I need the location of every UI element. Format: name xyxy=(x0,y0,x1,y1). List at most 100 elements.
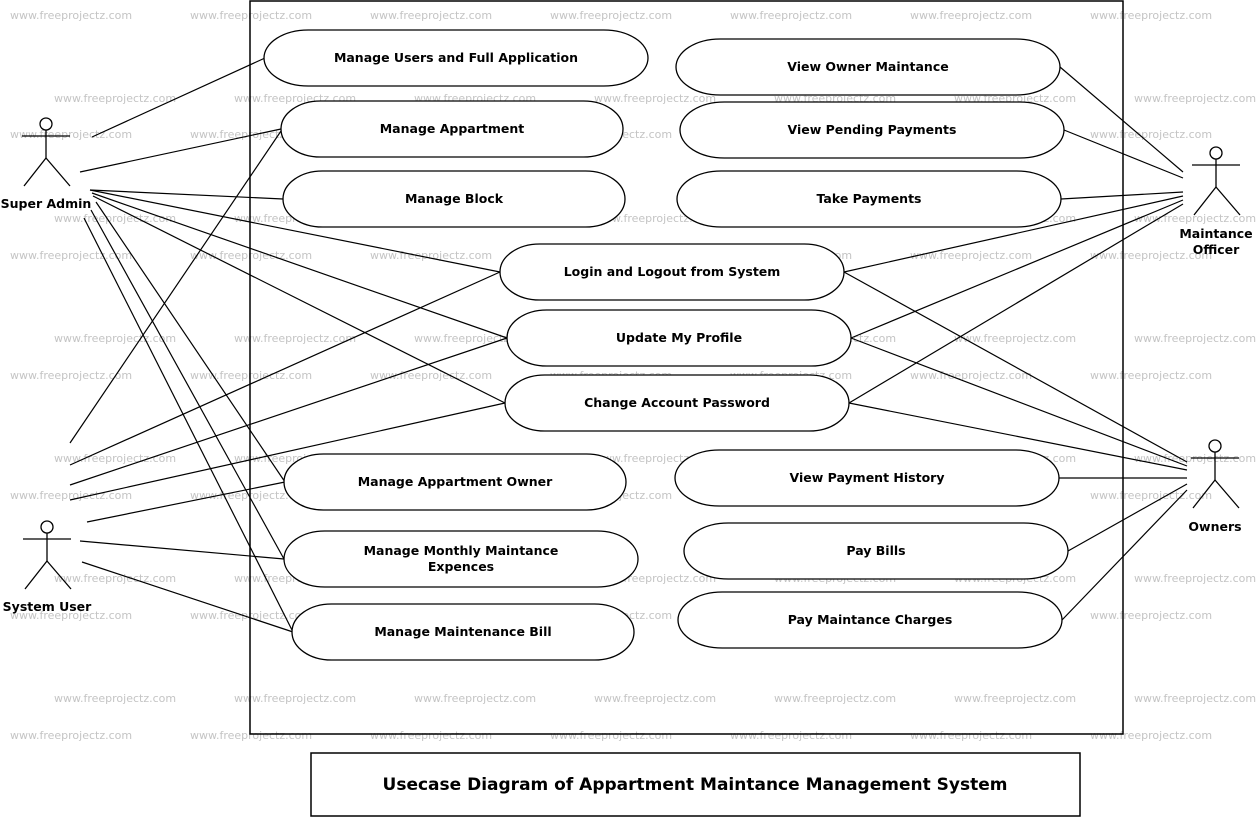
watermark-text: www.freeprojectz.com xyxy=(550,729,672,742)
watermark-text: www.freeprojectz.com xyxy=(190,729,312,742)
use-case-label: Manage Users and Full Application xyxy=(334,50,578,65)
watermark-text: www.freeprojectz.com xyxy=(370,9,492,22)
use-case-manage-maintenance-bill: Manage Maintenance Bill xyxy=(291,603,635,661)
association-maintance-officer-to-change-password xyxy=(848,203,1184,404)
association-maintance-officer-to-login-logout xyxy=(843,195,1184,273)
association-maintance-officer-to-view-pending-payments xyxy=(1063,129,1184,179)
watermark-text: www.freeprojectz.com xyxy=(1134,692,1256,705)
watermark-text: www.freeprojectz.com xyxy=(594,692,716,705)
use-case-label: Pay Bills xyxy=(846,543,905,558)
watermark-text: www.freeprojectz.com xyxy=(954,692,1076,705)
watermark-text: www.freeprojectz.com xyxy=(54,212,176,225)
use-case-view-owner-maintance: View Owner Maintance xyxy=(675,38,1061,96)
association-super-admin-to-manage-appartment-owner xyxy=(95,201,286,483)
use-case-manage-block: Manage Block xyxy=(282,170,626,228)
use-case-label: Update My Profile xyxy=(616,330,742,345)
association-super-admin-to-manage-users xyxy=(91,57,266,138)
association-system-user-to-manage-appartment-owner xyxy=(86,481,286,523)
use-case-ellipse xyxy=(674,449,1060,507)
actor-label: Maintance xyxy=(1179,226,1252,241)
watermark-text: www.freeprojectz.com xyxy=(10,729,132,742)
use-case-ellipse xyxy=(683,522,1069,580)
association-super-admin-to-manage-maintenance-bill xyxy=(83,217,294,633)
use-case-pay-bills: Pay Bills xyxy=(683,522,1069,580)
watermark-text: www.freeprojectz.com xyxy=(1090,609,1212,622)
association-owners-to-update-profile xyxy=(850,337,1188,467)
association-system-user-to-login-logout xyxy=(69,271,501,466)
actor-system-user: System User xyxy=(3,520,92,614)
watermark-text: www.freeprojectz.com xyxy=(370,729,492,742)
watermark-text: www.freeprojectz.com xyxy=(594,92,716,105)
actor-label: Officer xyxy=(1193,242,1240,257)
watermark-text: www.freeprojectz.com xyxy=(370,249,492,262)
use-case-label: Manage Appartment xyxy=(380,121,525,136)
association-system-user-to-manage-maintenance-bill xyxy=(81,561,294,633)
association-super-admin-to-login-logout xyxy=(89,189,501,273)
watermark-text: www.freeprojectz.com xyxy=(10,369,132,382)
watermark-text: www.freeprojectz.com xyxy=(54,572,176,585)
watermark-text: www.freeprojectz.com xyxy=(1090,489,1212,502)
watermark-text: www.freeprojectz.com xyxy=(190,9,312,22)
use-case-ellipse xyxy=(291,603,635,661)
association-maintance-officer-to-view-owner-maintance xyxy=(1059,66,1184,173)
association-owners-to-login-logout xyxy=(843,271,1188,463)
watermark-text: www.freeprojectz.com xyxy=(1090,729,1212,742)
use-case-manage-appartment: Manage Appartment xyxy=(280,100,624,158)
stick-figure-icon xyxy=(1191,439,1240,509)
watermark-text: www.freeprojectz.com xyxy=(774,692,896,705)
watermark-text: www.freeprojectz.com xyxy=(1134,332,1256,345)
watermark-text: www.freeprojectz.com xyxy=(190,249,312,262)
association-maintance-officer-to-take-payments xyxy=(1060,191,1184,200)
watermark-text: www.freeprojectz.com xyxy=(190,609,312,622)
use-case-ellipse xyxy=(677,591,1063,649)
watermark-text: www.freeprojectz.com xyxy=(910,249,1032,262)
association-owners-to-pay-bills xyxy=(1067,483,1188,552)
watermark-text: www.freeprojectz.com xyxy=(954,332,1076,345)
stick-figure-icon xyxy=(23,520,72,590)
use-case-label: View Owner Maintance xyxy=(787,59,948,74)
watermark-text: www.freeprojectz.com xyxy=(54,332,176,345)
watermark-text: www.freeprojectz.com xyxy=(10,609,132,622)
association-owners-to-change-password xyxy=(848,402,1188,471)
use-case-ellipse xyxy=(675,38,1061,96)
use-case-change-password: Change Account Password xyxy=(504,374,850,432)
watermark-text: www.freeprojectz.com xyxy=(190,369,312,382)
use-case-ellipse xyxy=(282,170,626,228)
association-system-user-to-manage-monthly-expences xyxy=(79,540,285,560)
association-system-user-to-update-profile xyxy=(69,337,508,486)
diagram-title: Usecase Diagram of Appartment Maintance … xyxy=(383,775,1008,795)
watermark-text: www.freeprojectz.com xyxy=(54,92,176,105)
association-super-admin-to-manage-appartment xyxy=(79,128,282,173)
association-system-user-to-change-password xyxy=(69,402,506,501)
watermark-text: www.freeprojectz.com xyxy=(10,128,132,141)
watermark-text: www.freeprojectz.com xyxy=(910,369,1032,382)
association-maintance-officer-to-update-profile xyxy=(850,199,1184,339)
use-case-ellipse xyxy=(283,530,639,588)
actor-label: System User xyxy=(3,599,92,614)
use-case-ellipse xyxy=(280,100,624,158)
watermark-text: www.freeprojectz.com xyxy=(1134,92,1256,105)
watermark-text: www.freeprojectz.com xyxy=(1090,128,1212,141)
actor-label: Owners xyxy=(1188,519,1241,534)
watermark-text: www.freeprojectz.com xyxy=(414,692,536,705)
watermark-text: www.freeprojectz.com xyxy=(234,332,356,345)
use-case-manage-appartment-owner: Manage Appartment Owner xyxy=(283,453,627,511)
use-case-label: Login and Logout from System xyxy=(564,264,781,279)
use-case-label: Manage Appartment Owner xyxy=(358,474,553,489)
watermark-text: www.freeprojectz.com xyxy=(414,332,536,345)
watermark-text: www.freeprojectz.com xyxy=(1134,572,1256,585)
association-super-admin-to-manage-block xyxy=(89,189,284,200)
use-case-label: Manage Monthly Maintance xyxy=(364,543,559,558)
use-case-label: Manage Block xyxy=(405,191,504,206)
use-case-ellipse xyxy=(499,243,845,301)
actor-super-admin: Super Admin xyxy=(1,117,92,211)
association-system-user-to-manage-appartment xyxy=(69,130,282,444)
use-case-take-payments: Take Payments xyxy=(676,170,1062,228)
actor-label: Super Admin xyxy=(1,196,92,211)
use-case-view-pending-payments: View Pending Payments xyxy=(679,101,1065,159)
watermark-text: www.freeprojectz.com xyxy=(910,9,1032,22)
